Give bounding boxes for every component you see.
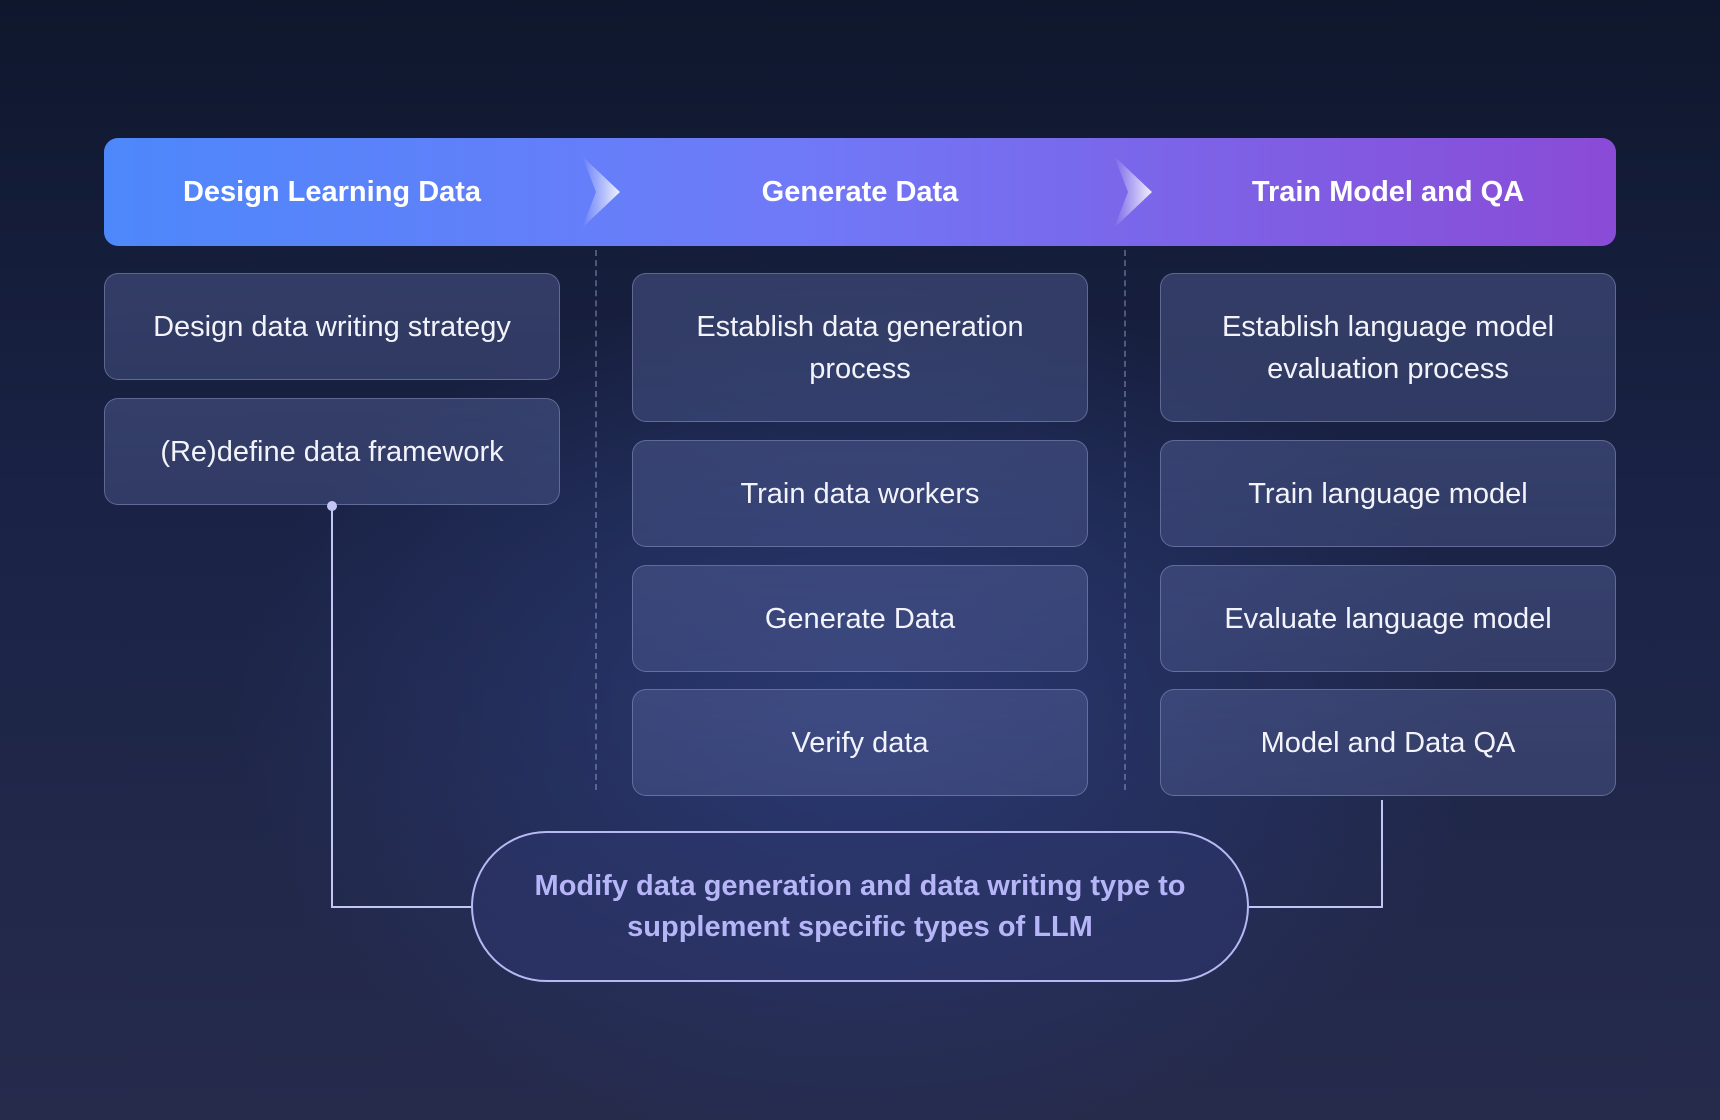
connector-line-left	[331, 506, 472, 908]
step-train-data-workers: Train data workers	[632, 440, 1088, 547]
column-divider	[1124, 250, 1126, 790]
step-establish-language-model-evaluation-process: Establish language model evaluation proc…	[1160, 273, 1616, 422]
phase-header-bar: Design Learning Data Generate Data Train…	[104, 138, 1616, 246]
step-evaluate-language-model: Evaluate language model	[1160, 565, 1616, 672]
step-generate-data: Generate Data	[632, 565, 1088, 672]
phase-title-generate-data: Generate Data	[761, 175, 959, 208]
step-establish-data-generation-process: Establish data generation process	[632, 273, 1088, 422]
column-divider	[595, 250, 597, 790]
step-design-data-writing-strategy: Design data writing strategy	[104, 273, 560, 380]
chevron-right-icon	[582, 156, 620, 228]
feedback-loop-pill: Modify data generation and data writing …	[471, 831, 1249, 982]
phase-title-train-model-and-qa: Train Model and QA	[1251, 175, 1525, 208]
chevron-right-icon	[1114, 156, 1152, 228]
connector-line-right	[1249, 800, 1383, 908]
phase-title-design-learning-data: Design Learning Data	[182, 175, 482, 208]
step-model-and-data-qa: Model and Data QA	[1160, 689, 1616, 796]
step-train-language-model: Train language model	[1160, 440, 1616, 547]
step-redefine-data-framework: (Re)define data framework	[104, 398, 560, 505]
step-verify-data: Verify data	[632, 689, 1088, 796]
